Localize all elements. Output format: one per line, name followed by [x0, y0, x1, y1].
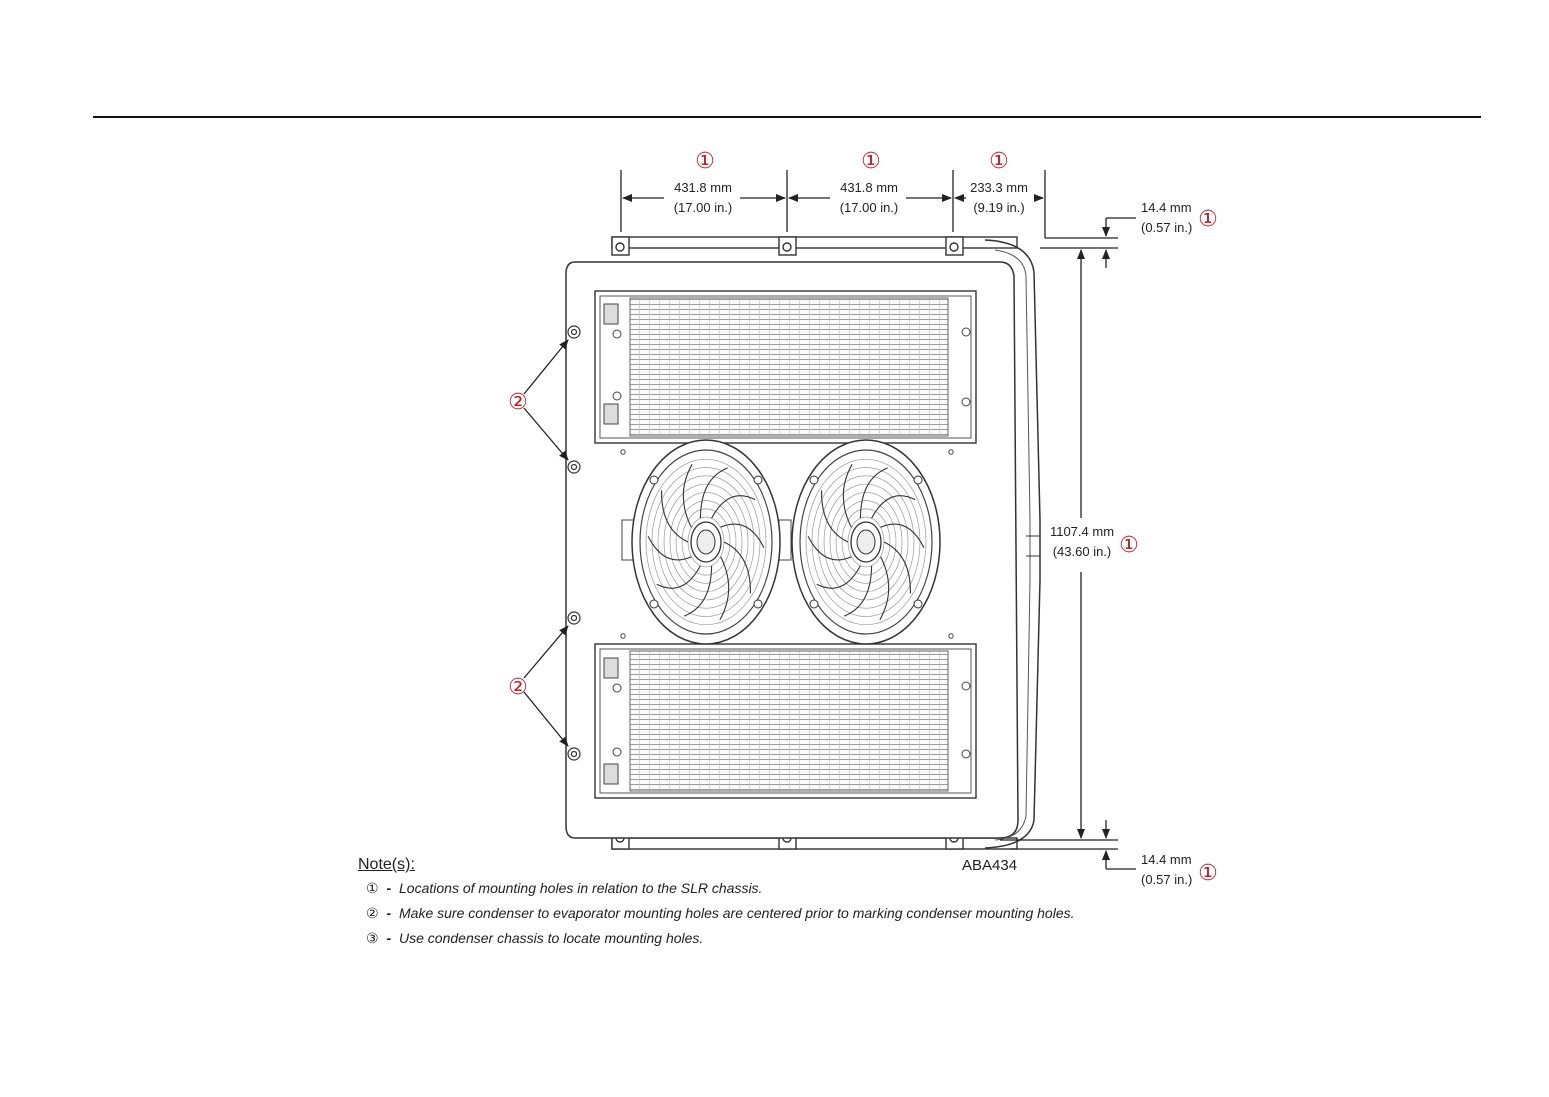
side-mounting-holes — [567, 325, 581, 761]
fan-2 — [791, 439, 941, 645]
note-symbol: ③ — [366, 931, 379, 947]
callout-1-right-bottom: ① — [1198, 861, 1218, 886]
dim-top2-mm: 431.8 mm — [840, 180, 898, 195]
notes-block: Note(s): ① - Locations of mounting holes… — [358, 856, 1158, 955]
dim-right-top-mm: 14.4 mm — [1141, 200, 1192, 215]
callout-1-top3: ① — [989, 149, 1009, 174]
dimension-lines — [620, 170, 1136, 870]
dim-top1-mm: 431.8 mm — [674, 180, 732, 195]
callout-1-top2: ① — [861, 149, 881, 174]
note-dash: - — [386, 930, 392, 946]
fan-1 — [631, 439, 781, 645]
callout-1-top1: ① — [695, 149, 715, 174]
note-text: Use condenser chassis to locate mounting… — [399, 930, 704, 946]
figure-id: ABA434 — [962, 857, 1017, 874]
condenser-fans — [631, 439, 941, 645]
dim-right-bottom-in: (0.57 in.) — [1141, 872, 1192, 887]
dim-right-top-in: (0.57 in.) — [1141, 220, 1192, 235]
fan-panel-screws — [620, 449, 954, 639]
note-item: ② - Make sure condenser to evaporator mo… — [366, 905, 1158, 922]
note-text: Make sure condenser to evaporator mounti… — [399, 905, 1075, 921]
note-item: ③ - Use condenser chassis to locate moun… — [366, 930, 1158, 947]
notes-header: Note(s): — [358, 856, 415, 873]
dim-right-bottom-mm: 14.4 mm — [1141, 852, 1192, 867]
callout-2-lower: ② — [508, 675, 528, 700]
dim-top3-in: (9.19 in.) — [973, 200, 1024, 215]
dim-height-mm: 1107.4 mm — [1050, 524, 1114, 539]
callout-2-upper: ② — [508, 390, 528, 415]
note-symbol: ② — [366, 906, 379, 922]
dim-height-in: (43.60 in.) — [1053, 544, 1112, 559]
note-symbol: ① — [366, 881, 379, 897]
callout-1-height: ① — [1119, 533, 1139, 558]
lower-coil-grille — [594, 643, 977, 799]
callout-2-leaders — [523, 339, 569, 747]
top-mounting-rail — [611, 236, 1018, 256]
note-dash: - — [386, 880, 392, 896]
note-dash: - — [386, 905, 392, 921]
dim-top1-in: (17.00 in.) — [674, 200, 733, 215]
dim-top3-mm: 233.3 mm — [970, 180, 1028, 195]
fan-bracket-tabs — [621, 519, 792, 561]
note-text: Locations of mounting holes in relation … — [399, 880, 763, 896]
upper-coil-grille — [594, 290, 977, 444]
callout-1-right-top: ① — [1198, 207, 1218, 232]
note-item: ① - Locations of mounting holes in relat… — [366, 880, 1158, 897]
dim-top2-in: (17.00 in.) — [840, 200, 899, 215]
